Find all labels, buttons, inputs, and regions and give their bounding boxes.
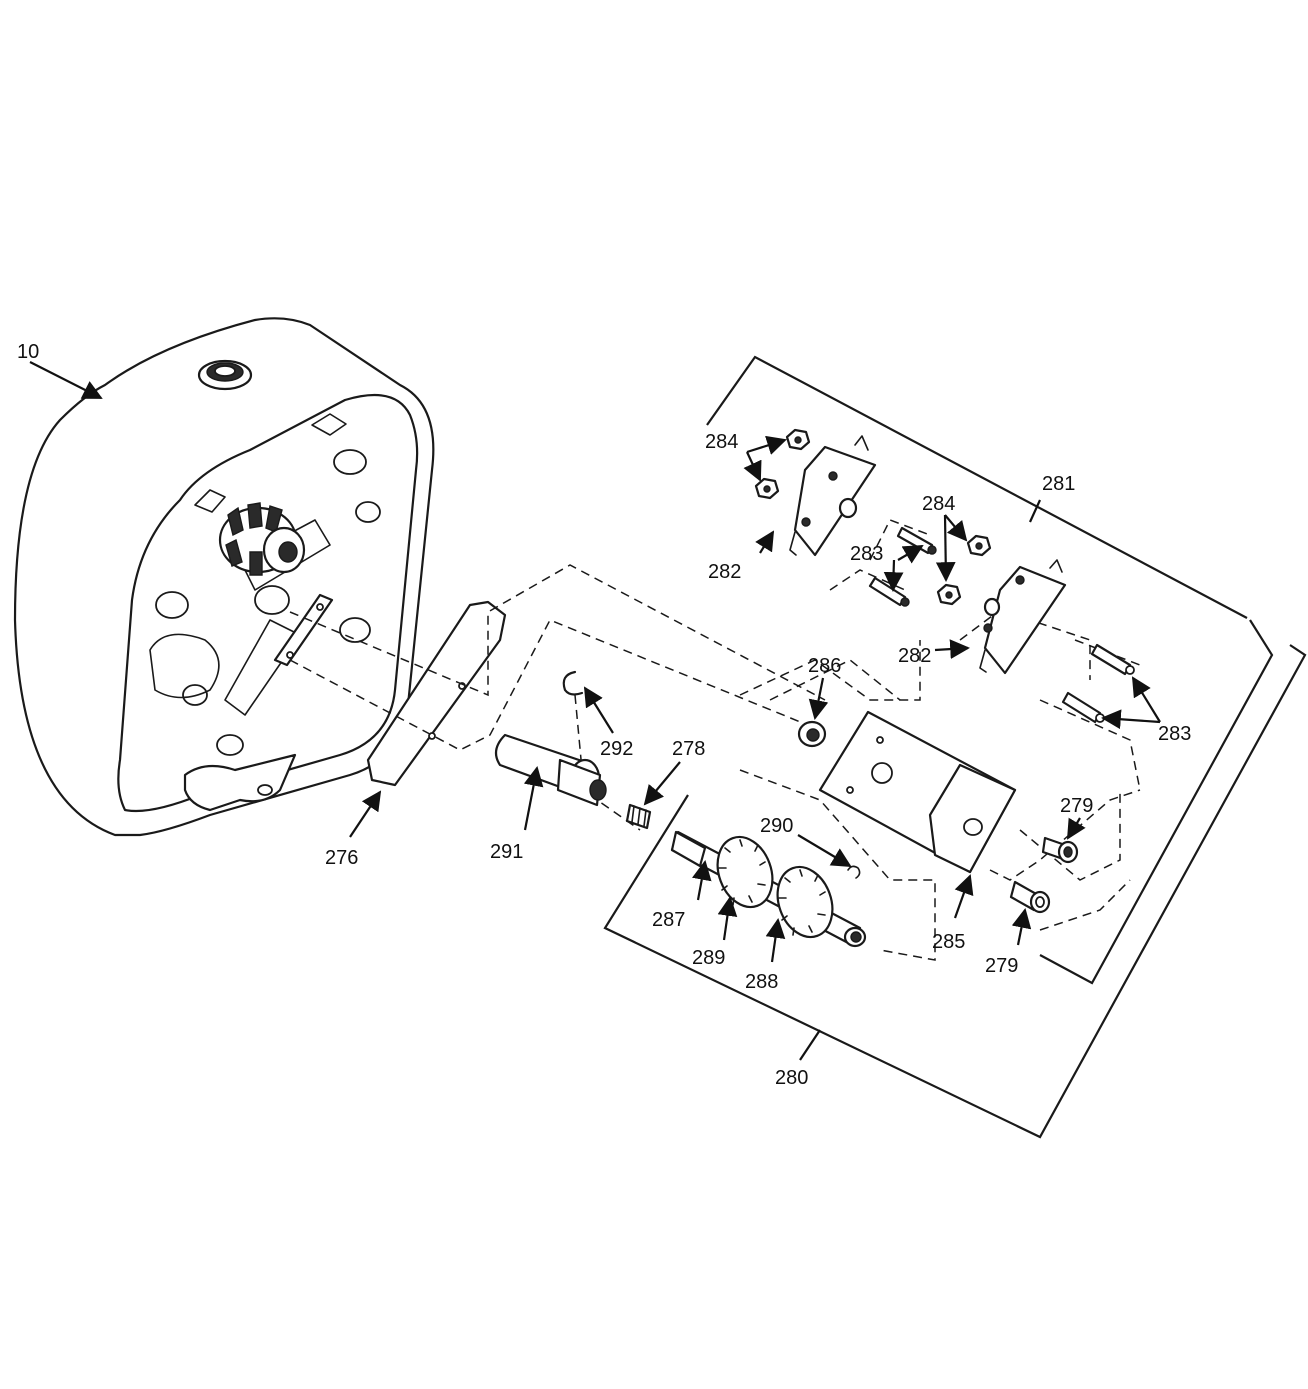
bracket-part-285 <box>818 710 1017 874</box>
retaining-ring-part-292 <box>562 670 584 696</box>
callout-291: 291 <box>490 841 523 863</box>
callout-276: 276 <box>325 847 358 869</box>
callout-287: 287 <box>652 909 685 931</box>
shaft-part-291 <box>494 733 607 807</box>
callout-292: 292 <box>600 738 633 760</box>
callout-281: 281 <box>1042 473 1075 495</box>
spring-part-278 <box>625 803 652 830</box>
bushing-part-286 <box>797 720 827 748</box>
callout-289: 289 <box>692 947 725 969</box>
nut-part-284-d <box>936 583 962 606</box>
callout-283-upper: 283 <box>850 543 883 565</box>
encoder-wheel-part-288 <box>776 865 834 939</box>
assembly-frame-280 <box>603 644 1307 1139</box>
callout-284-left: 284 <box>705 431 738 453</box>
callout-286: 286 <box>808 655 841 677</box>
callout-282-lower: 282 <box>898 645 931 667</box>
switch-part-282-upper <box>789 435 877 557</box>
callout-leaders <box>29 361 1161 1061</box>
callout-279-upper: 279 <box>1060 795 1093 817</box>
gasket-part-276 <box>366 600 507 787</box>
pin-part-283-c <box>1090 643 1135 676</box>
callout-279-lower: 279 <box>985 955 1018 977</box>
nut-part-284-b <box>754 477 780 500</box>
callout-285: 285 <box>932 931 965 953</box>
callout-282-upper: 282 <box>708 561 741 583</box>
housing-plug <box>197 359 253 391</box>
nut-part-284-a <box>785 428 811 451</box>
housing-part-10 <box>13 317 435 837</box>
callout-labels: 10 276 278 279 279 280 281 282 282 283 2… <box>17 341 1191 1089</box>
screw-part-279-upper <box>1041 836 1079 864</box>
callout-284-right: 284 <box>922 493 955 515</box>
switch-part-282-lower <box>979 559 1067 675</box>
screw-part-279-lower <box>1009 880 1051 914</box>
callout-288: 288 <box>745 971 778 993</box>
callout-280: 280 <box>775 1067 808 1089</box>
callout-278: 278 <box>672 738 705 760</box>
nut-part-284-c <box>966 534 992 557</box>
callout-290: 290 <box>760 815 793 837</box>
callout-10: 10 <box>17 341 39 363</box>
assembly-frame-281 <box>706 355 1274 985</box>
clip-part-290 <box>847 865 861 879</box>
pin-part-283-d <box>1061 691 1105 724</box>
callout-283-right: 283 <box>1158 723 1191 745</box>
pin-part-283-b <box>868 576 910 607</box>
gear-icon <box>218 502 306 576</box>
